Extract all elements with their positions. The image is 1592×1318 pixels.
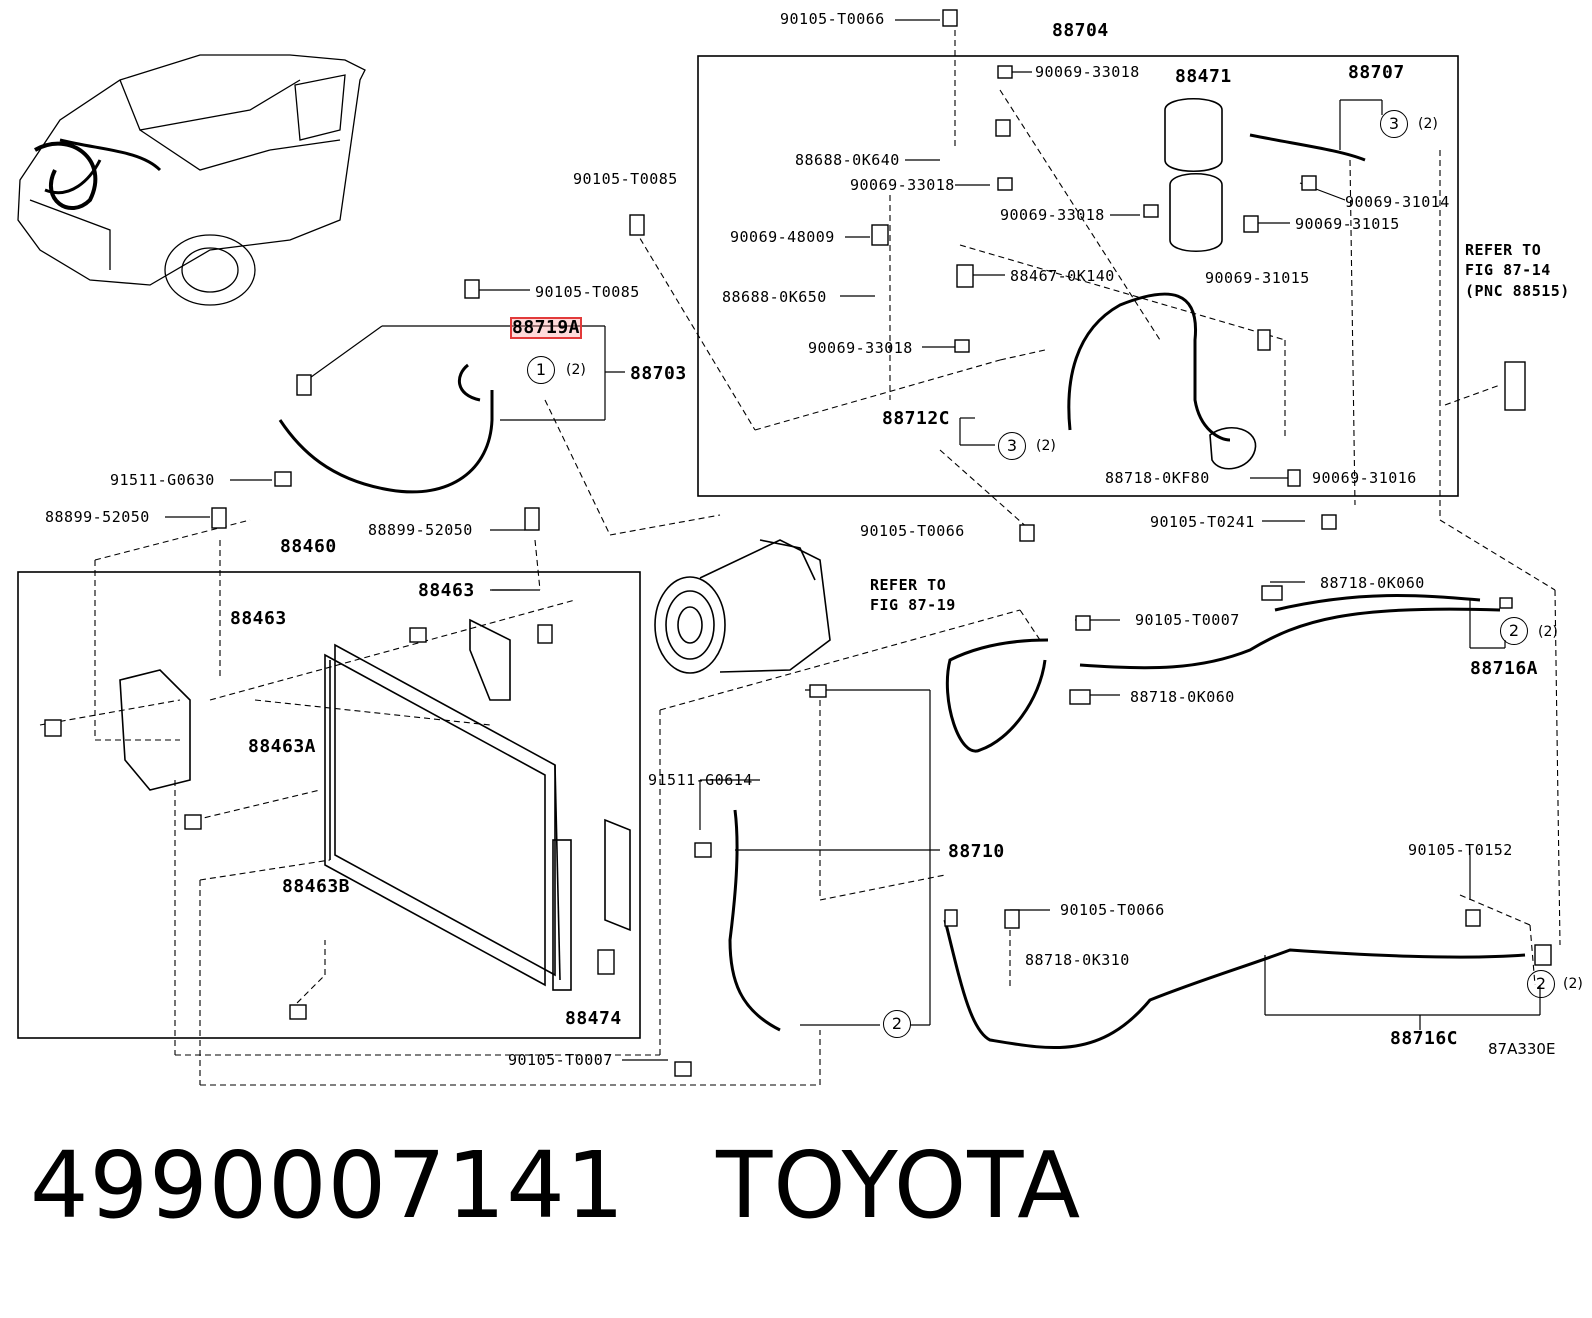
label-90105-T0085-b: 90105-T0085: [535, 283, 640, 301]
circle-callout-2: 2: [883, 1010, 911, 1038]
label-90069-33018-d: 90069-33018: [808, 339, 913, 357]
label-88463B: 88463B: [282, 876, 351, 897]
fasteners: [44, 9, 1552, 1077]
label-90105-T0066-top: 90105-T0066: [780, 10, 885, 28]
footer-brand: TOYOTA: [716, 1132, 1082, 1239]
label-88716C: 88716C: [1390, 1028, 1459, 1049]
label-88899-52050-a: 88899-52050: [45, 508, 150, 526]
label-90105-T0152: 90105-T0152: [1408, 841, 1513, 859]
circle-callout-2: 2: [1527, 970, 1555, 998]
label-90105-T0066-low: 90105-T0066: [1060, 901, 1165, 919]
qty-label: (2): [1563, 976, 1583, 992]
qty-label: (2): [1036, 438, 1056, 454]
label-88688-0K640: 88688-0K640: [795, 151, 900, 169]
qty-label: (2): [566, 362, 586, 378]
circle-callout-1: 1: [527, 356, 555, 384]
label-88460: 88460: [280, 536, 337, 557]
label-90069-31014: 90069-31014: [1345, 193, 1450, 211]
label-88899-52050-b: 88899-52050: [368, 521, 473, 539]
label-88703: 88703: [630, 363, 687, 384]
label-90069-31015-a: 90069-31015: [1295, 215, 1400, 233]
label-88471: 88471: [1175, 66, 1232, 87]
label-88463-b: 88463: [230, 608, 287, 629]
label-88718-0K310: 88718-0K310: [1025, 951, 1130, 969]
label-88719A: 88719A: [509, 317, 583, 339]
label-88718-0K060-a: 88718-0K060: [1320, 574, 1425, 592]
label-90069-33018-a: 90069-33018: [1035, 63, 1140, 81]
label-90069-31015-b: 90069-31015: [1205, 269, 1310, 287]
label-88467-0K140: 88467-0K140: [1010, 267, 1115, 285]
circle-callout-2: 2: [1500, 617, 1528, 645]
circle-callout-3: 3: [998, 432, 1026, 460]
label-88716A: 88716A: [1470, 658, 1539, 679]
circle-callout-3: 3: [1380, 110, 1408, 138]
label-90105-T0085-a: 90105-T0085: [573, 170, 678, 188]
truck-illustration: [17, 54, 366, 306]
label-90105-T0007-b: 90105-T0007: [508, 1051, 613, 1069]
label-90069-31016: 90069-31016: [1312, 469, 1417, 487]
label-88712C: 88712C: [882, 408, 951, 429]
label-88718-0KF80: 88718-0KF80: [1105, 469, 1210, 487]
label-90069-33018-c: 90069-33018: [1000, 206, 1105, 224]
dashed-lines: [39, 30, 1561, 1086]
label-91511-G0614: 91511-G0614: [648, 771, 753, 789]
label-88718-0K060-b: 88718-0K060: [1130, 688, 1235, 706]
receiver-illustration: [1164, 97, 1257, 470]
compressor-illustration: [654, 539, 831, 674]
label-88474: 88474: [565, 1008, 622, 1029]
box-88460: [17, 571, 641, 1039]
label-88688-0K650: 88688-0K650: [722, 288, 827, 306]
ref-fig-87-14: REFER TO FIG 87-14 (PNC 88515): [1465, 241, 1570, 300]
label-88704: 88704: [1052, 20, 1109, 41]
label-90069-33018-b: 90069-33018: [850, 176, 955, 194]
qty-label: (2): [1538, 624, 1558, 640]
label-88463-a: 88463: [418, 580, 475, 601]
label-90105-T0007-a: 90105-T0007: [1135, 611, 1240, 629]
label-90105-T0066-mid: 90105-T0066: [860, 522, 965, 540]
label-90069-48009: 90069-48009: [730, 228, 835, 246]
footer-caption: 4990007141 TOYOTA: [30, 1140, 1081, 1232]
box-88704: [697, 55, 1459, 497]
hoses: [278, 133, 1526, 1050]
ref-fig-87-19: REFER TO FIG 87-19: [870, 576, 956, 615]
condenser-illustration: [119, 618, 631, 991]
label-88463A: 88463A: [248, 736, 317, 757]
label-91511-G0630: 91511-G0630: [110, 471, 215, 489]
qty-label: (2): [1418, 116, 1438, 132]
figure-code: 87A330E: [1488, 1040, 1556, 1058]
footer-part-number: 4990007141: [30, 1132, 626, 1239]
label-88710: 88710: [948, 841, 1005, 862]
label-90105-T0241: 90105-T0241: [1150, 513, 1255, 531]
label-88707: 88707: [1348, 62, 1405, 83]
